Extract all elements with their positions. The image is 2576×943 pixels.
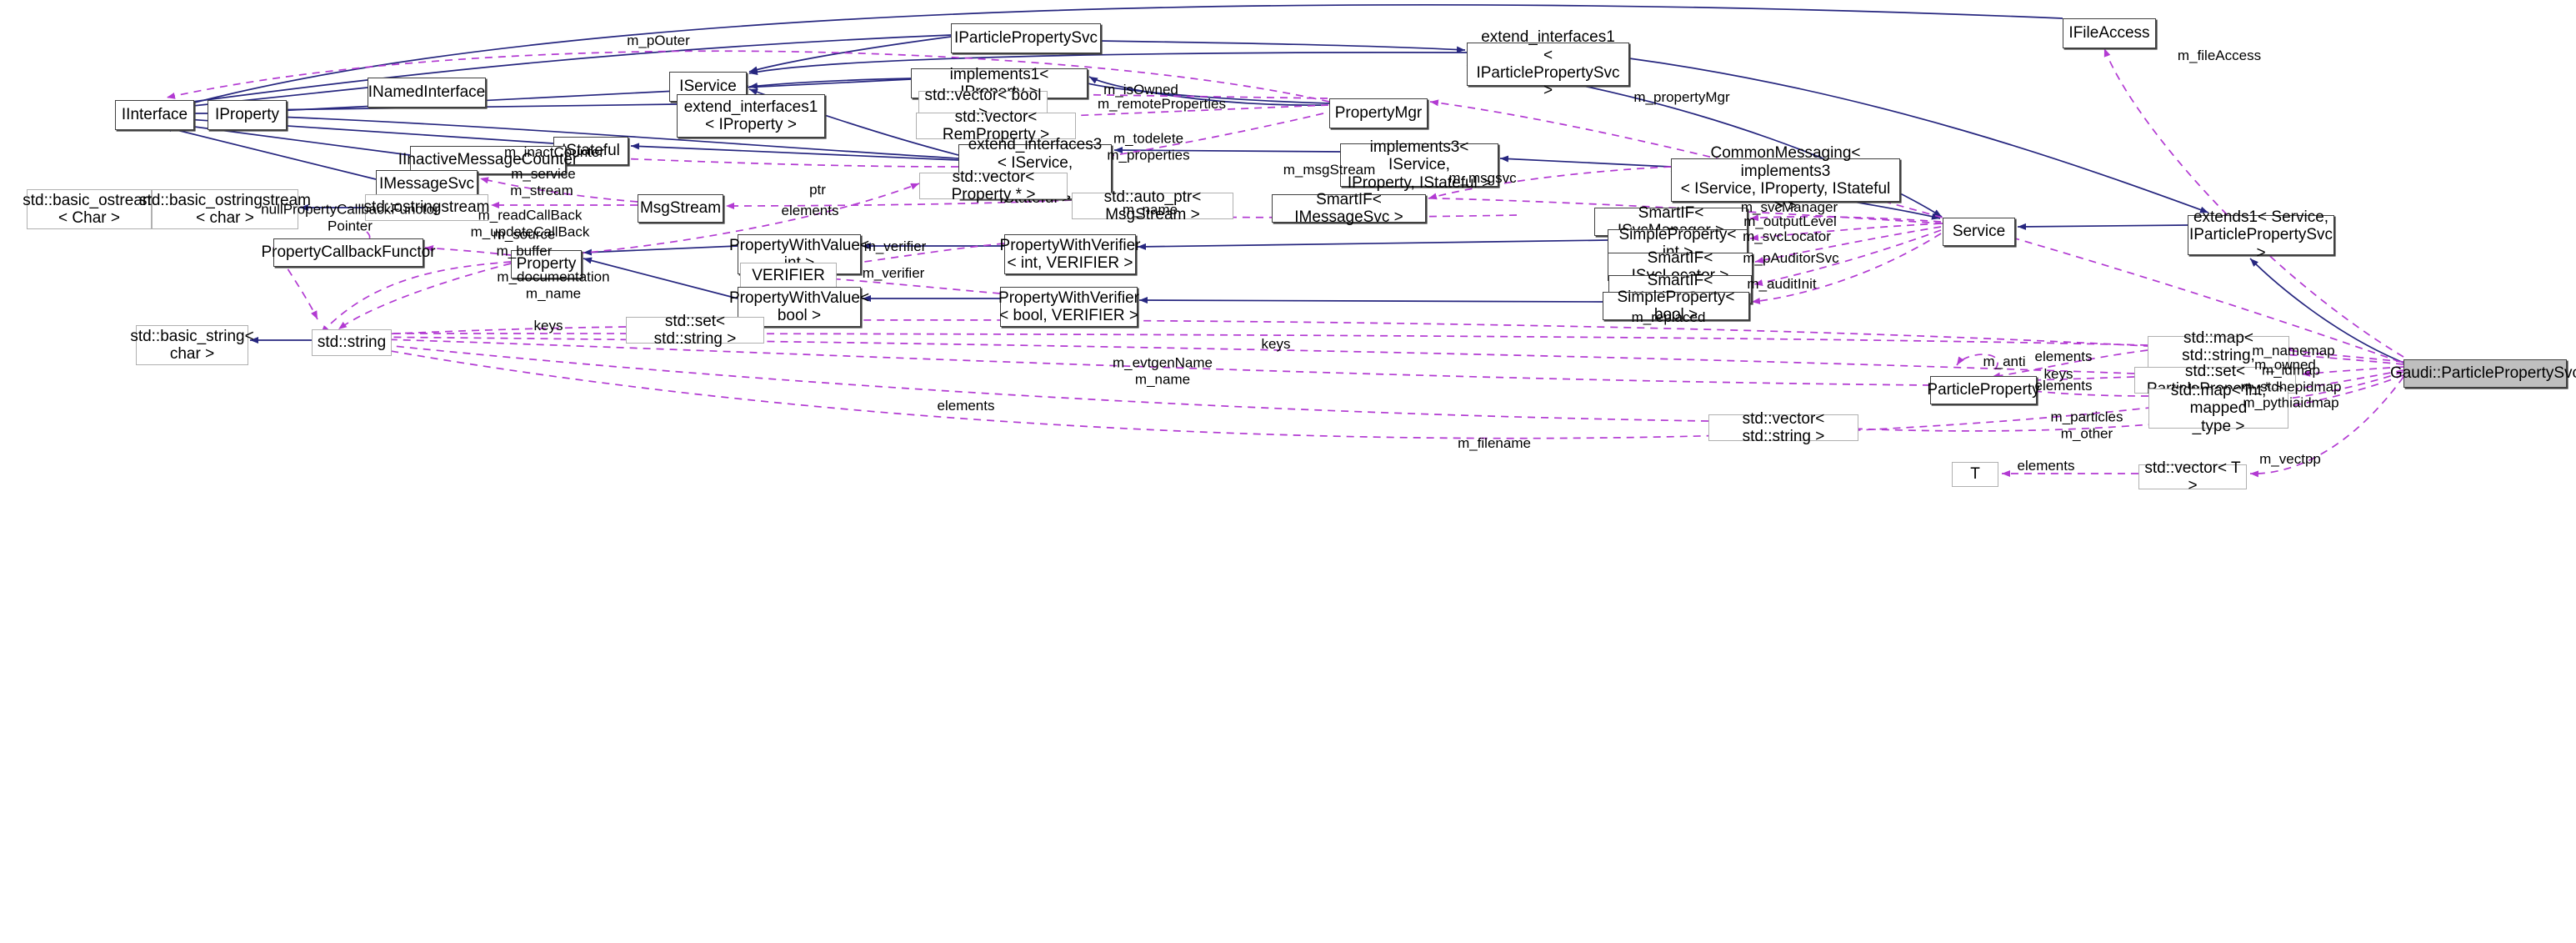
edge-label-m-msgStream: m_msgStream (1283, 162, 1376, 178)
node-std-map-int-mapped-type[interactable]: std::map< int, mapped _type > (2148, 382, 2288, 435)
edge-label-m-svcLocator: m_svcLocator (1743, 228, 1831, 245)
node-PropertyMgr[interactable]: PropertyMgr (1329, 98, 1428, 128)
node-IInactiveMessageCounter[interactable]: IInactiveMessageCounter (398, 146, 578, 174)
edge-label-m-source-m-buffer: m_source m_buffer (493, 226, 556, 258)
node-std-vector-Property-ptr[interactable]: std::vector< Property * > (919, 168, 1068, 203)
node-std-vector-RemProperty[interactable]: std::vector< RemProperty > (916, 108, 1076, 143)
edge-label-m-outputLevel: m_outputLevel (1743, 213, 1837, 230)
node-std-basic-ostringstream[interactable]: std::basic_ostringstream < char > (139, 189, 311, 229)
edge-label-keys-3: keys (2043, 366, 2073, 383)
node-implements3[interactable]: implements3< IService, IProperty, IState… (1340, 138, 1498, 192)
edge-label-m-msgsvc: m_msgsvc (1448, 170, 1517, 187)
node-extend-interfaces1-IParticlePropertySvc[interactable]: extend_interfaces1 < IParticlePropertySv… (1467, 28, 1629, 99)
node-MsgStream[interactable]: MsgStream (638, 194, 723, 223)
node-CommonMessaging[interactable]: CommonMessaging< implements3 < IService,… (1671, 144, 1900, 215)
edge-label-m-evtgenName-m-name: m_evtgenName m_name (1112, 354, 1213, 387)
edge-label-nullPropertyCallbackFunctorPointer: nullPropertyCallbackFunctor Pointer (261, 201, 439, 233)
node-Gaudi-ParticlePropertySvc[interactable]: Gaudi::ParticlePropertySvc (2390, 359, 2576, 388)
edge-label-ptr: ptr (809, 182, 826, 198)
edge-label-m-todelete-m-properties: m_todelete m_properties (1107, 130, 1190, 163)
node-std-basic-string-char[interactable]: std::basic_string< char > (130, 325, 254, 365)
node-std-vector-T[interactable]: std::vector< T > (2138, 459, 2247, 494)
edge-label-m-svcManager: m_svcManager (1740, 199, 1838, 216)
node-VERIFIER[interactable]: VERIFIER (740, 263, 837, 289)
edge-label-elements-T: elements (2017, 458, 2075, 474)
node-PropertyWithVerifier-int[interactable]: PropertyWithVerifier < int, VERIFIER > (1000, 234, 1140, 274)
edge-label-m-readCallBack-m-updateCallBack: m_readCallBack m_updateCallBack (470, 207, 590, 239)
edge-label-m-anti: m_anti (1983, 354, 2026, 370)
node-PropertyCallbackFunctor[interactable]: PropertyCallbackFunctor (261, 238, 436, 267)
edge-label-m-inactCounter: m_inactCounter (503, 144, 605, 161)
edge-label-m-documentation-m-name: m_documentation m_name (497, 268, 610, 301)
edge-label-m-propertyMgr: m_propertyMgr (1633, 89, 1730, 106)
node-ParticleProperty[interactable]: ParticleProperty (1927, 376, 2040, 404)
node-Service[interactable]: Service (1943, 218, 2015, 246)
node-IMessageSvc[interactable]: IMessageSvc (376, 170, 478, 198)
edge-label-m-stream: m_stream (510, 183, 573, 199)
edge-label-elements-msgstream: elements (781, 203, 839, 219)
edge-label-m-replaced: m_replaced (1631, 309, 1706, 326)
node-std-auto-ptr-MsgStream[interactable]: std::auto_ptr< MsgStream > (1072, 188, 1233, 223)
node-std-basic-ostream[interactable]: std::basic_ostream < Char > (23, 189, 156, 229)
edge-label-m-name-top: m_name (1122, 202, 1178, 218)
edge-label-m-auditInit: m_auditInit (1747, 276, 1817, 293)
edge-label-keys-1: keys (533, 318, 563, 334)
node-PropertyWithVerifier-bool[interactable]: PropertyWithVerifier < bool, VERIFIER > (998, 287, 1139, 327)
node-SimpleProperty-bool[interactable]: SimpleProperty< bool > (1603, 288, 1749, 324)
edge-label-elements-int-map: elements (2034, 378, 2093, 394)
node-IInterface[interactable]: IInterface (115, 100, 194, 130)
node-T[interactable]: T (1952, 462, 1998, 487)
edge-label-m-service: m_service (511, 166, 576, 183)
node-std-ostringstream[interactable]: std::ostringstream (364, 194, 490, 221)
node-extends1-Service-IParticlePropertySvc[interactable]: extends1< Service, IParticlePropertySvc … (2188, 208, 2334, 262)
edge-label-m-particles-m-other: m_particles m_other (2050, 409, 2123, 441)
node-std-string[interactable]: std::string (312, 329, 392, 356)
edge-label-m-namemap: m_namemap (2252, 343, 2335, 359)
edge-label-m-verifier-int: m_verifier (863, 238, 927, 255)
edge-label-m-remoteProperties: m_remoteProperties (1097, 96, 1227, 113)
node-IParticlePropertySvc[interactable]: IParticlePropertySvc (951, 23, 1101, 53)
node-extend-interfaces1-IProperty[interactable]: extend_interfaces1 < IProperty > (677, 94, 825, 138)
edge-label-m-pOuter: m_pOuter (627, 33, 690, 49)
edge-label-m-idmap-stdhepidmap-pythiaidmap: m_idmap m_stdhepidmap m_pythiaidmap (2240, 362, 2342, 411)
edge-label-elements-vector-string: elements (937, 398, 995, 414)
edge-label-m-fileAccess: m_fileAccess (2177, 48, 2262, 64)
node-INamedInterface[interactable]: INamedInterface (368, 78, 486, 108)
edge-label-m-verifier-bool: m_verifier (862, 265, 925, 282)
node-SmartIF-IMessageSvc[interactable]: SmartIF< IMessageSvc > (1272, 191, 1426, 226)
node-std-vector-std-string[interactable]: std::vector< std::string > (1708, 410, 1858, 445)
edge-label-elements-string-map: elements (2034, 349, 2093, 365)
edge-label-m-isOwned: m_isOwned (1103, 82, 1178, 98)
node-IFileAccess[interactable]: IFileAccess (2063, 18, 2156, 48)
edge-label-m-vectpp: m_vectpp (2259, 451, 2321, 468)
edge-label-m-filename: m_filename (1458, 435, 1531, 452)
node-IProperty[interactable]: IProperty (208, 100, 287, 130)
node-IStateful[interactable]: IStateful (553, 137, 628, 165)
node-PropertyWithValue-bool[interactable]: PropertyWithValue< bool > (729, 287, 869, 327)
edge-label-keys-2: keys (1261, 336, 1291, 353)
node-std-set-std-string[interactable]: std::set< std::string > (626, 313, 764, 348)
edge-label-m-pAuditorSvc: m_pAuditorSvc (1743, 250, 1839, 267)
edge-label-m-owned: m_owned (2254, 357, 2316, 374)
node-Property[interactable]: Property (511, 250, 582, 278)
